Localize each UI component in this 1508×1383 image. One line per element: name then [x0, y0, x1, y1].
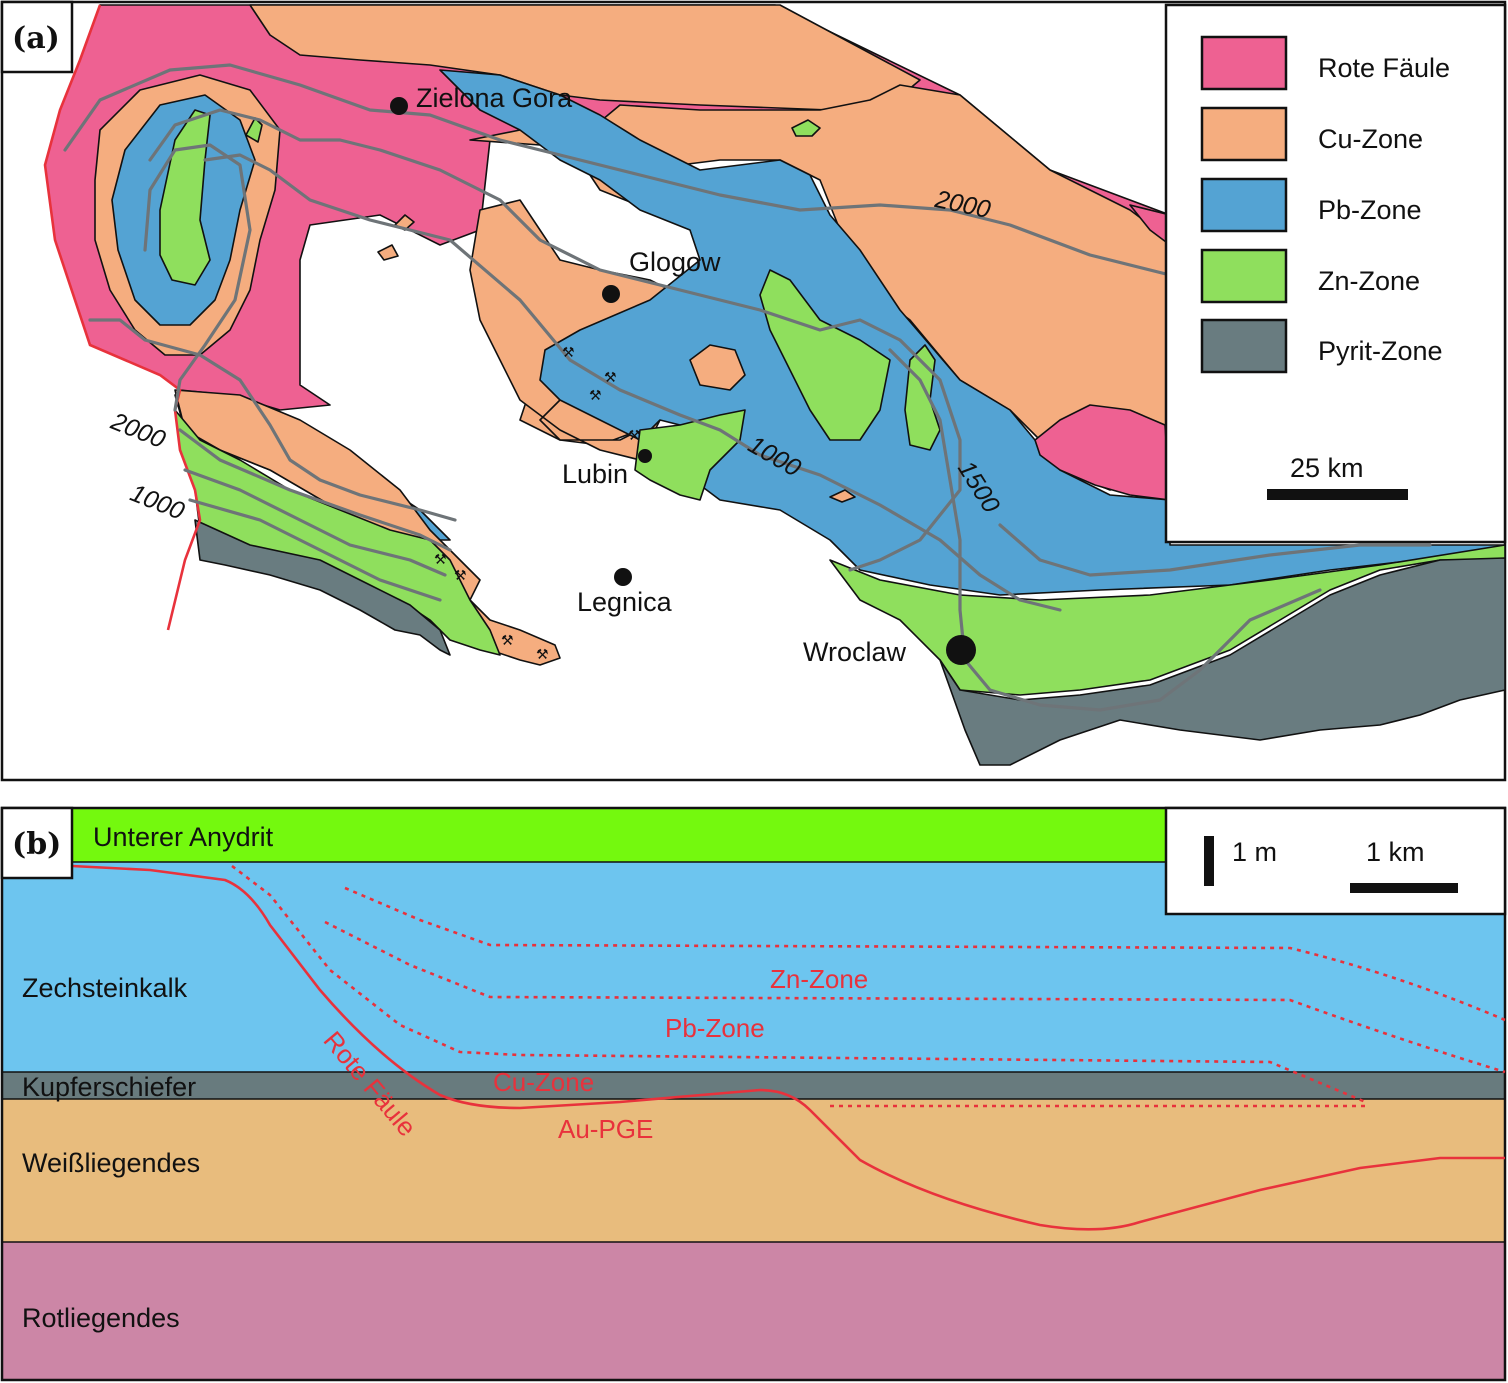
zn-pb-boundary [324, 920, 1506, 1074]
isoline-1000-mid [203, 153, 1062, 612]
isoline-south-strips-3 [188, 498, 442, 602]
scale-label-1km: 1 km [1366, 837, 1425, 867]
city-dot-glogow [602, 285, 620, 303]
isoline-south-strips-2 [183, 468, 447, 577]
layer-label-weissliegendes: Weißliegendes [22, 1148, 200, 1178]
svg-text:⚒: ⚒ [536, 647, 549, 663]
city-label-lubin: Lubin [562, 459, 628, 489]
svg-text:⚒: ⚒ [604, 370, 617, 386]
zn-zone-lubin [634, 409, 746, 501]
svg-text:⚒: ⚒ [562, 345, 575, 361]
city-label-glogow: Glogow [629, 247, 721, 277]
zn-zone-patch-1 [759, 269, 891, 441]
isoline-1000-west [88, 318, 457, 522]
section-label-cu-zone: Cu-Zone [493, 1067, 594, 1097]
layer-label-zechsteinkalk: Zechsteinkalk [22, 973, 188, 1003]
scale-label-1m: 1 m [1232, 837, 1277, 867]
zn-zone-west-speck [245, 117, 263, 143]
legend-swatch-zn-zone [1200, 248, 1288, 304]
city-dot-zielona-gora [390, 97, 408, 115]
zn-zone-upper-boundary [344, 886, 1506, 1022]
city-dot-legnica [614, 568, 632, 586]
svg-text:⚒: ⚒ [628, 428, 641, 444]
zn-zone-patch-3 [791, 119, 821, 137]
legend-label-zn-zone: Zn-Zone [1318, 266, 1420, 296]
cu-zone-patch-1 [689, 344, 746, 391]
map-legend: Rote Fäule Cu-Zone Pb-Zone Zn-Zone Pyrit… [1164, 3, 1507, 544]
isoline-1500 [888, 348, 1322, 712]
rote-faeule-boundary-line [71, 864, 1505, 1231]
svg-text:⚒: ⚒ [454, 568, 467, 584]
layer-weissliegendes [2, 1099, 1505, 1242]
panel-a-label: (a) [12, 21, 60, 56]
section-label-zn-zone: Zn-Zone [770, 964, 868, 994]
western-boundary-line [43, 4, 202, 631]
cu-zone-patch-2 [829, 489, 856, 503]
panel-a-map: 2000 2000 1000 1000 1500 ⚒ ⚒ ⚒ ⚒ ⚒ ⚒ ⚒ ⚒… [0, 0, 1507, 782]
legend-swatch-rote-faeule [1200, 35, 1288, 91]
city-label-zielona-gora: Zielona Gora [416, 83, 573, 113]
scale-bar-1m [1204, 836, 1214, 886]
legend-label-rote-faeule: Rote Fäule [1318, 53, 1450, 83]
scale-bar-25km [1267, 489, 1408, 500]
layer-kupferschiefer [2, 1072, 1505, 1099]
legend-label-pb-zone: Pb-Zone [1318, 195, 1422, 225]
cu-zone-main [249, 4, 921, 111]
svg-text:⚒: ⚒ [589, 388, 602, 404]
isoline-2000-north [63, 63, 1172, 277]
scale-bar-1km [1350, 883, 1458, 893]
legend-swatch-cu-zone [1200, 106, 1288, 162]
mine-symbol-icon: ⚒ ⚒ ⚒ ⚒ ⚒ ⚒ ⚒ ⚒ [434, 345, 641, 663]
pyrit-zone-se [939, 557, 1506, 766]
section-label-pb-zone: Pb-Zone [665, 1013, 765, 1043]
legend-swatch-pb-zone [1200, 177, 1288, 233]
scale-bar-label-25km: 25 km [1290, 453, 1364, 483]
layer-rotliegendes [2, 1242, 1505, 1380]
legend-label-cu-zone: Cu-Zone [1318, 124, 1423, 154]
section-scale-box: 1 m 1 km [1164, 806, 1507, 916]
city-dot-wroclaw [946, 635, 976, 665]
section-label-au-pge: Au-PGE [558, 1114, 653, 1144]
city-dot-lubin [638, 449, 652, 463]
cu-zone-patch-4 [377, 244, 399, 261]
isoline-south-strips [178, 428, 452, 552]
layer-label-rotliegendes: Rotliegendes [22, 1303, 180, 1333]
pb-cu-boundary [231, 864, 1369, 1105]
city-label-legnica: Legnica [577, 587, 673, 617]
svg-text:⚒: ⚒ [434, 552, 447, 568]
legend-label-pyrit-zone: Pyrit-Zone [1318, 336, 1443, 366]
isoline-west-loop [148, 108, 962, 572]
panel-b-label: (b) [12, 827, 61, 862]
pyrit-zone-west [194, 519, 451, 656]
layer-label-kupferschiefer: Kupferschiefer [22, 1072, 196, 1102]
svg-text:⚒: ⚒ [501, 633, 514, 649]
city-label-wroclaw: Wroclaw [803, 637, 907, 667]
layer-label-unterer-anydrit: Unterer Anydrit [93, 822, 274, 852]
isoline-east-right [998, 523, 1432, 577]
legend-swatch-pyrit-zone [1200, 318, 1288, 374]
panel-b-section: Zn-Zone Pb-Zone Cu-Zone Au-PGE Rote Fäul… [0, 806, 1507, 1382]
isoline-inner-loop [143, 143, 252, 412]
